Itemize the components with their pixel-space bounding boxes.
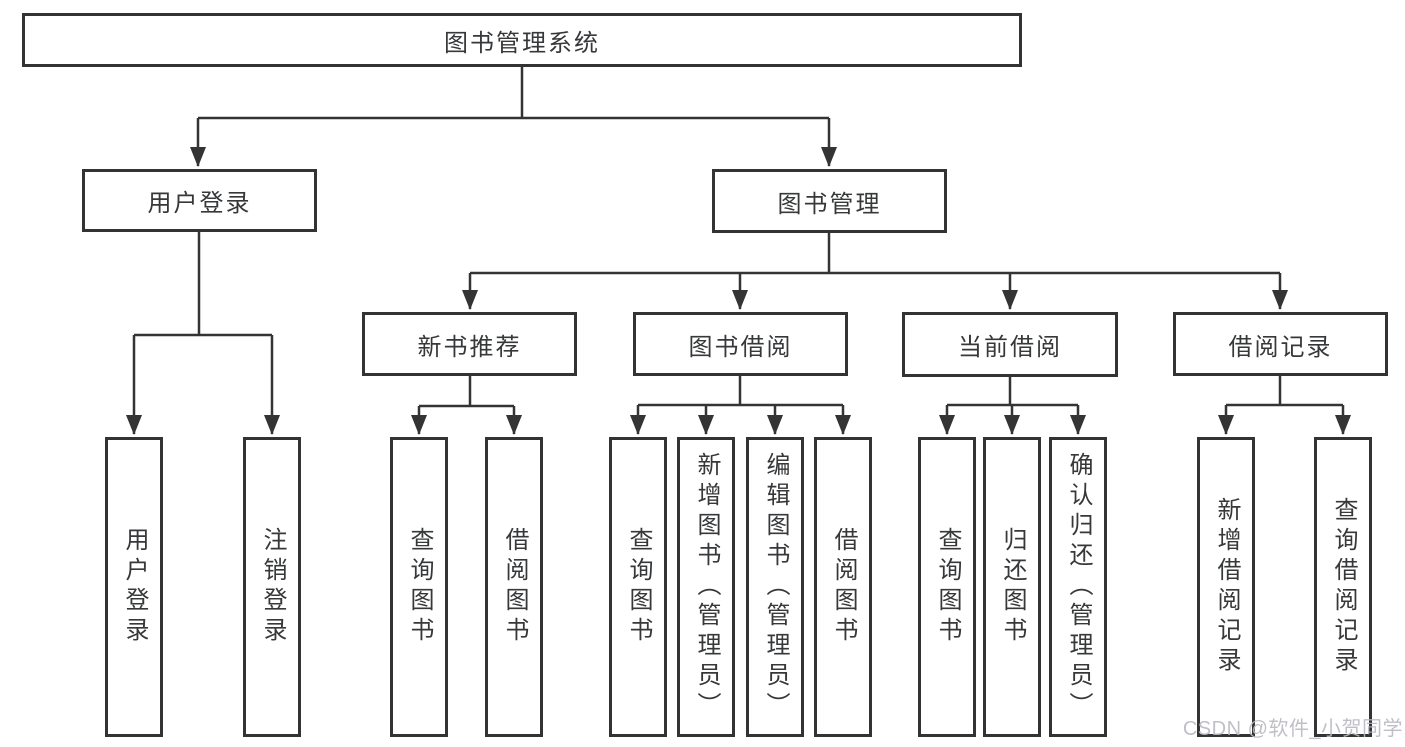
leaf-label: 注销登录 [259,527,286,647]
leaf-query-books-current: 查询图书 [918,437,976,737]
leaf-confirm-return-admin: 确认归还（管理员） [1049,437,1107,737]
node-label: 用户登录 [147,190,252,217]
leaf-borrow-books-recommend: 借阅图书 [485,437,543,737]
leaf-label: 查询借阅记录 [1330,497,1357,677]
node-new-book-recommend: 新书推荐 [362,312,577,376]
csdn-watermark: CSDN @软件_小贺同学 [1182,718,1403,740]
leaf-add-book-admin: 新增图书（管理员） [677,437,735,737]
leaf-query-borrow-record: 查询借阅记录 [1314,437,1372,737]
node-library-management-system: 图书管理系统 [22,13,1022,67]
node-label: 图书管理 [777,190,882,218]
leaf-user-login: 用户登录 [105,437,163,737]
node-label: 借阅记录 [1228,333,1333,361]
node-borrow-records: 借阅记录 [1173,312,1388,376]
node-label: 新书推荐 [417,333,522,361]
node-book-management: 图书管理 [712,169,947,233]
leaf-add-borrow-record: 新增借阅记录 [1197,437,1255,737]
leaf-label: 查询图书 [934,527,961,647]
leaf-edit-book-admin: 编辑图书（管理员） [746,437,804,737]
leaf-label: 查询图书 [625,527,652,647]
node-current-borrowing: 当前借阅 [902,312,1118,377]
leaf-label: 编辑图书（管理员） [762,452,789,722]
leaf-label: 新增借阅记录 [1213,497,1240,677]
leaf-return-book: 归还图书 [983,437,1041,737]
node-label: 图书管理系统 [444,29,600,57]
node-book-borrowing: 图书借阅 [633,312,848,376]
leaf-logout: 注销登录 [243,437,301,737]
leaf-label: 借阅图书 [501,527,528,647]
leaf-query-books-recommend: 查询图书 [390,437,448,737]
leaf-label: 用户登录 [121,527,148,647]
node-label: 图书借阅 [688,333,793,361]
leaf-label: 借阅图书 [830,527,857,647]
leaf-label: 确认归还（管理员） [1065,452,1092,722]
leaf-borrow-books: 借阅图书 [814,437,872,737]
leaf-label: 新增图书（管理员） [693,452,720,722]
leaf-label: 归还图书 [999,527,1026,647]
node-user-login: 用户登录 [82,169,317,232]
leaf-query-books-borrowing: 查询图书 [609,437,667,737]
node-label: 当前借阅 [958,334,1062,361]
leaf-label: 查询图书 [406,527,433,647]
